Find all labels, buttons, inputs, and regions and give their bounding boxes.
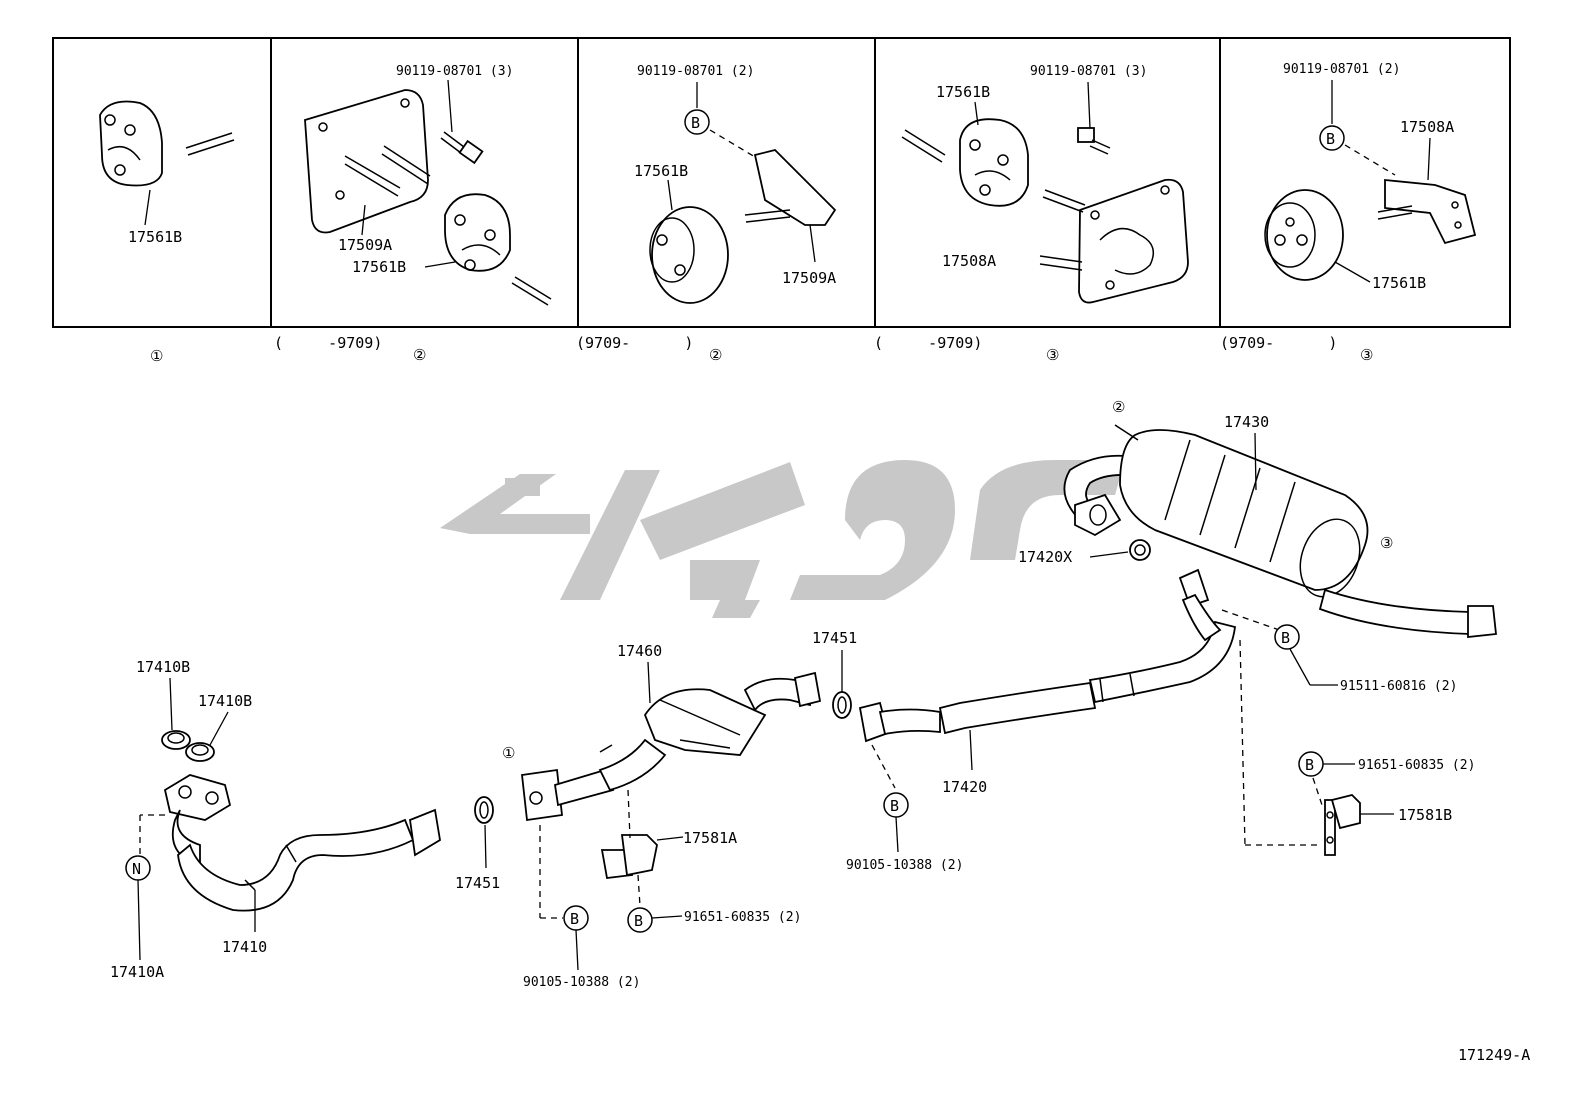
gasket-17451-right: 17451 (812, 629, 857, 719)
marker-b-text: B (1281, 629, 1290, 647)
label-bolt-90105-center: 90105-10388 (2) (846, 858, 963, 873)
bracket-drawing (1377, 179, 1477, 245)
inset-footer: ① ( -9709) ② (9709- ) ② ( -9709) ③ (9709… (150, 334, 1373, 365)
inset-4-range: ( -9709) (874, 334, 982, 352)
label-bolt-91511-rear: 91511-60816 (2) (1340, 679, 1457, 694)
inset-panel-2: 90119-08701 (3) 17509A 17561B (304, 64, 552, 306)
label-17410b-a: 17410B (136, 658, 190, 676)
bracket-17581a-drawing (600, 834, 658, 879)
label-17581b: 17581B (1398, 806, 1452, 824)
marker-b-text: B (570, 910, 579, 928)
bracket-plate-drawing (304, 89, 431, 234)
inset-5-label-insulator: 17561B (1372, 274, 1426, 292)
inset-3-label-bracket: 17509A (782, 269, 836, 287)
seal-ring-drawing (1129, 539, 1151, 561)
converter-group: ① 17460 B 90105-10388 (2) (502, 642, 822, 990)
callout-2: ② (1112, 398, 1125, 416)
center-pipe-drawing (858, 568, 1236, 743)
label-17420x: 17420X (1018, 548, 1072, 566)
converter-drawing (521, 671, 822, 822)
bolt-marker-b: B (684, 109, 710, 135)
bracket-drawing (744, 149, 837, 226)
inset-3-label-bolt: 90119-08701 (2) (637, 64, 754, 79)
inset-5-callout: ③ (1360, 346, 1373, 364)
label-bolt-90105-front: 90105-10388 (2) (523, 975, 640, 990)
front-pipe-drawing (163, 774, 441, 912)
rear-bracket-group: B 91511-60816 (2) B 91651-60835 (2) 1758… (1221, 609, 1475, 856)
label-bolt-91651-front: 91651-60835 (2) (684, 910, 801, 925)
label-17451-right: 17451 (812, 629, 857, 647)
rubber-insulator-drawing (99, 100, 235, 187)
label-17581a: 17581A (683, 829, 737, 847)
muffler-group: ② 17430 ③ 17420X (1018, 398, 1497, 639)
bolt-marker-b: B (627, 907, 653, 933)
inset-2-label-bolt: 90119-08701 (3) (396, 64, 513, 79)
inset-3-label-insulator: 17561B (634, 162, 688, 180)
bolt-drawing (1077, 127, 1111, 155)
marker-b-text: B (691, 114, 700, 132)
callout-3: ③ (1380, 534, 1393, 552)
label-17410: 17410 (222, 938, 267, 956)
marker-b-text: B (1305, 756, 1314, 774)
bolt-marker-b: B (1274, 624, 1300, 650)
inset-1-callout: ① (150, 347, 163, 365)
inset-2-range: ( -9709) (274, 334, 382, 352)
front-pipe-group: 17410B 17410B N 17410A 17410 (110, 658, 441, 981)
callout-1: ① (502, 744, 515, 762)
inset-5-label-bolt: 90119-08701 (2) (1283, 62, 1400, 77)
inset-1-label-insulator: 17561B (128, 228, 182, 246)
gasket-rings-drawing (161, 730, 215, 762)
bracket-17581b-drawing (1324, 794, 1361, 856)
inset-4-label-bolt: 90119-08701 (3) (1030, 64, 1147, 79)
inset-2-label-insulator: 17561B (352, 258, 406, 276)
label-17430: 17430 (1224, 413, 1269, 431)
marker-n-text: N (132, 860, 141, 878)
inset-3-range: (9709- ) (576, 334, 693, 352)
label-17410b-b: 17410B (198, 692, 252, 710)
gasket-17451-left: 17451 (455, 796, 500, 892)
marker-b-text: B (1326, 130, 1335, 148)
center-pipe-group: 17420 B 90105-10388 (2) (846, 568, 1236, 873)
inset-3-callout: ② (709, 346, 722, 364)
rubber-insulator-drawing (444, 193, 552, 306)
label-17460: 17460 (617, 642, 662, 660)
inset-frame (52, 37, 1511, 328)
inset-panel-5: 90119-08701 (2) B 17508A 17561B (1264, 62, 1477, 292)
inset-2-callout: ② (413, 346, 426, 364)
inset-panel-3: 90119-08701 (2) B 17561B 17509A (634, 64, 837, 304)
inset-panel-1: 17561B (99, 100, 235, 246)
inset-5-label-bracket: 17508A (1400, 118, 1454, 136)
watermark-logo (440, 460, 1125, 618)
marker-b-text: B (634, 912, 643, 930)
inset-4-label-insulator: 17561B (936, 83, 990, 101)
bolt-marker-b: B (1319, 125, 1345, 151)
diagram-id: 171249-A (1458, 1046, 1530, 1064)
bolt-marker-b: B (883, 792, 909, 818)
bolt-marker-b: B (563, 905, 589, 931)
label-17420: 17420 (942, 778, 987, 796)
bolt-drawing (440, 131, 484, 165)
rubber-insulator-drawing (649, 206, 729, 304)
rubber-insulator-drawing (901, 118, 1029, 207)
bolt-marker-b: B (1298, 751, 1324, 777)
inset-5-range: (9709- ) (1220, 334, 1337, 352)
rubber-insulator-drawing (1264, 189, 1344, 281)
inset-panel-4: 90119-08701 (3) 17561B (901, 64, 1189, 304)
inset-4-callout: ③ (1046, 346, 1059, 364)
label-17451-left: 17451 (455, 874, 500, 892)
marker-n: N (125, 855, 151, 881)
label-17410a: 17410A (110, 963, 164, 981)
bracket-plate-drawing (1039, 178, 1189, 304)
label-bolt-91651-rear: 91651-60835 (2) (1358, 758, 1475, 773)
muffler-drawing (1063, 424, 1497, 639)
marker-b-text: B (890, 797, 899, 815)
inset-4-label-bracket: 17508A (942, 252, 996, 270)
inset-2-label-bracket: 17509A (338, 236, 392, 254)
